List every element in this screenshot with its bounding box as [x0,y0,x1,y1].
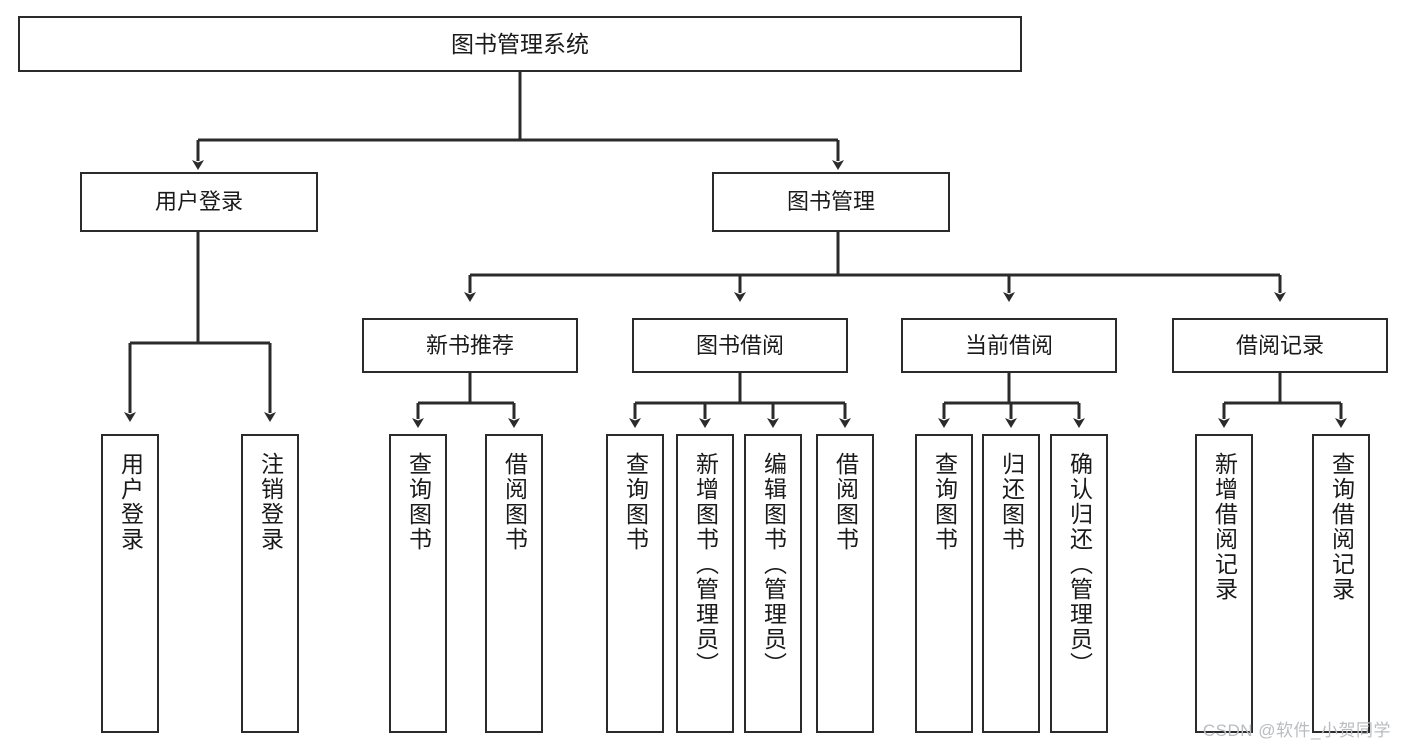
leaf-borrow-borrow-book[interactable]: 借阅图书 [816,434,874,733]
node-new-book-recommend[interactable]: 新书推荐 [362,318,578,373]
leaf-borrow-edit-book[interactable]: 编辑图书（管理员） [744,434,802,733]
node-current-borrow[interactable]: 当前借阅 [901,318,1117,373]
node-label: 查询图书 [931,452,958,552]
node-label: 查询借阅记录 [1328,452,1355,602]
node-user-login[interactable]: 用户登录 [80,172,318,232]
node-book-borrow[interactable]: 图书借阅 [632,318,848,373]
leaf-user-login[interactable]: 用户登录 [101,434,159,733]
node-label: 借阅记录 [1235,332,1324,358]
node-label: 新增图书（管理员） [692,452,719,677]
node-label: 编辑图书（管理员） [760,452,787,677]
node-label: 图书管理 [786,189,875,215]
node-label: 图书借阅 [695,332,784,358]
node-root-system[interactable]: 图书管理系统 [18,16,1022,72]
node-label: 借阅图书 [832,452,859,552]
leaf-borrow-query-book[interactable]: 查询图书 [606,434,664,733]
leaf-records-add[interactable]: 新增借阅记录 [1195,434,1253,733]
leaf-new-books-borrow[interactable]: 借阅图书 [485,434,543,733]
leaf-borrow-add-book[interactable]: 新增图书（管理员） [676,434,734,733]
node-borrow-records[interactable]: 借阅记录 [1172,318,1388,373]
leaf-current-return-book[interactable]: 归还图书 [982,434,1040,733]
node-label: 用户登录 [117,452,144,552]
leaf-new-books-query[interactable]: 查询图书 [389,434,447,733]
node-label: 确认归还（管理员） [1066,452,1093,677]
node-label: 当前借阅 [964,332,1053,358]
leaf-current-query-book[interactable]: 查询图书 [915,434,973,733]
node-label: 注销登录 [257,452,284,552]
node-label: 查询图书 [405,452,432,552]
node-label: 借阅图书 [501,452,528,552]
node-label: 用户登录 [154,189,243,215]
leaf-records-query[interactable]: 查询借阅记录 [1312,434,1370,733]
watermark: CSDN @软件_小贺同学 [1202,721,1391,740]
node-label: 图书管理系统 [451,30,589,57]
leaf-current-confirm-return[interactable]: 确认归还（管理员） [1050,434,1108,733]
node-label: 新增借阅记录 [1211,452,1238,602]
node-label: 归还图书 [998,452,1025,552]
node-label: 新书推荐 [425,332,514,358]
node-book-management[interactable]: 图书管理 [712,172,950,232]
leaf-user-logout[interactable]: 注销登录 [241,434,299,733]
node-label: 查询图书 [622,452,649,552]
